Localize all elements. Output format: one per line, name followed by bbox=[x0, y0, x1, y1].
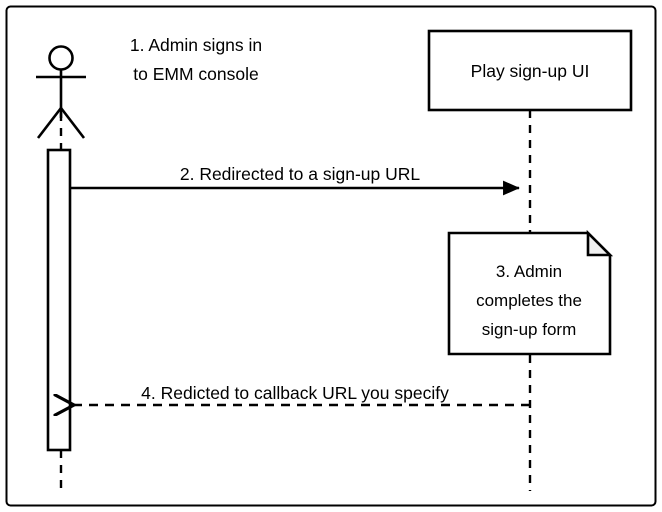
note-3-fold-icon bbox=[586, 229, 614, 257]
note-3-line3: sign-up form bbox=[482, 320, 576, 339]
message-4-label: 4. Redicted to callback URL you specify bbox=[141, 383, 449, 403]
note-3-line1: 3. Admin bbox=[496, 262, 562, 281]
actor-activation-bar bbox=[46, 148, 72, 452]
message-1-label-line2: to EMM console bbox=[133, 64, 258, 84]
participant-play-signup-ui[interactable]: Play sign-up UI bbox=[427, 29, 633, 491]
note-3-body bbox=[447, 231, 612, 356]
message-1-label-line1: 1. Admin signs in bbox=[130, 35, 262, 55]
participant-label: Play sign-up UI bbox=[471, 61, 590, 81]
message-1-annotation: 1. Admin signs in to EMM console bbox=[130, 35, 262, 84]
diagram-frame bbox=[5, 5, 657, 507]
message-2-arrow: 2. Redirected to a sign-up URL bbox=[70, 164, 520, 196]
actor-figure bbox=[36, 45, 86, 491]
message-4-arrow: 4. Redicted to callback URL you specify bbox=[74, 383, 530, 405]
message-2-label: 2. Redirected to a sign-up URL bbox=[180, 164, 421, 184]
note-3: 3. Admin completes the sign-up form bbox=[447, 229, 614, 356]
note-3-line2: completes the bbox=[476, 291, 582, 310]
stick-figure-icon bbox=[36, 45, 86, 139]
